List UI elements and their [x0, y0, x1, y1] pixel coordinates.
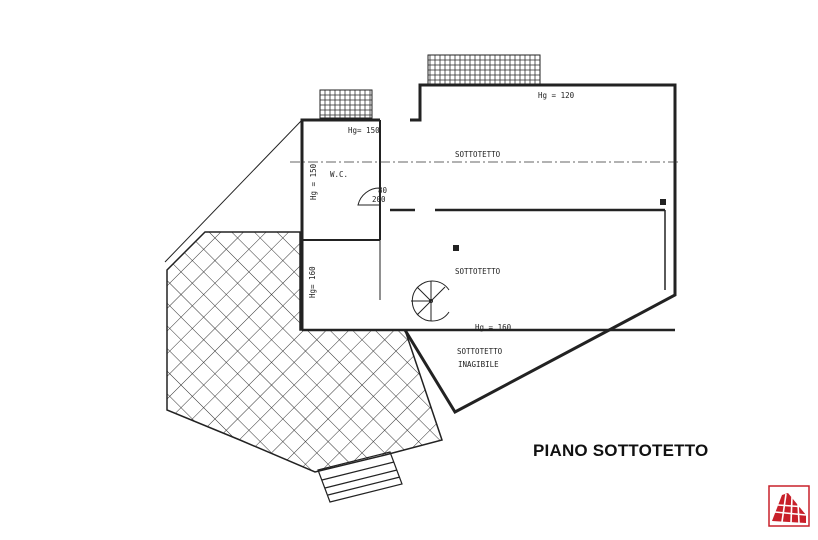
spiral-staircase: [411, 280, 450, 322]
room-label: INAGIBILE: [458, 360, 499, 369]
exterior-stairs: [317, 451, 403, 503]
plan-title: PIANO SOTTOTETTO: [533, 441, 709, 460]
height-label: Hg= 160: [308, 266, 317, 298]
agency-logo-icon: [768, 485, 810, 527]
room-label: SOTTOTETTO: [455, 150, 501, 159]
door-height: 200: [372, 195, 386, 204]
door-swing: [357, 187, 381, 206]
chimney-marker: [453, 245, 459, 251]
height-label: Hg= 150: [348, 126, 380, 135]
balcony-grid-1: [319, 89, 373, 119]
height-label: Hg = 150: [309, 163, 318, 200]
room-label: SOTTOTETTO: [457, 347, 503, 356]
terrace: [166, 231, 443, 473]
chimney-marker: [660, 199, 666, 205]
balcony-grid-2: [427, 54, 541, 86]
height-label: Hg = 120: [538, 91, 575, 100]
height-label: Hg = 160: [475, 323, 512, 332]
room-label: SOTTOTETTO: [455, 267, 501, 276]
room-label: W.C.: [330, 170, 348, 179]
door-width: 80: [378, 186, 388, 195]
